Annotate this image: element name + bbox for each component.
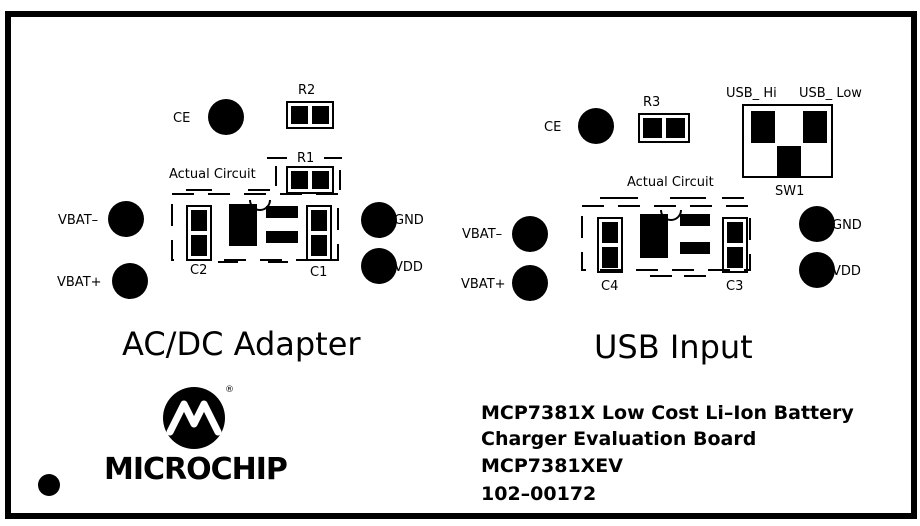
right-vdd-pad <box>799 252 835 288</box>
info-line-2: Charger Evaluation Board <box>481 428 756 450</box>
right-gnd-label: GND <box>832 218 862 233</box>
c3-outline <box>722 217 748 273</box>
board-info-block: MCP7381X Low Cost Li–Ion Battery Charger… <box>481 402 854 505</box>
microchip-wordmark: MICROCHIP <box>104 452 287 487</box>
r2-pad-left <box>291 106 308 124</box>
left-vdd-pad <box>361 248 397 284</box>
r3-label: R3 <box>643 95 660 110</box>
c1-label: C1 <box>310 265 327 280</box>
c1-outline <box>306 205 332 261</box>
c4-outline <box>597 217 623 273</box>
left-section-ac-dc: CE R2 R1 Actual Circuit C2 <box>57 83 424 363</box>
right-circuit-dashed-box <box>581 205 751 271</box>
microchip-logo: ® MICROCHIP <box>104 385 288 487</box>
r2-outline <box>286 101 334 129</box>
r3-outline <box>638 113 690 143</box>
microchip-logo-icon <box>163 387 225 449</box>
info-line-1: MCP7381X Low Cost Li–Ion Battery <box>481 402 854 424</box>
c4-label: C4 <box>601 279 618 294</box>
sw1-pad-hi <box>751 111 775 143</box>
r2-pad-right <box>312 106 329 124</box>
sw1-pad-low <box>803 111 827 143</box>
right-vdd-label: VDD <box>832 264 861 279</box>
right-vbat-minus-label: VBAT– <box>462 227 502 242</box>
left-vdd-label: VDD <box>394 260 423 275</box>
left-ce-pad <box>208 99 244 135</box>
registered-mark: ® <box>225 385 234 395</box>
right-ce-pad <box>578 108 614 144</box>
c2-label: C2 <box>190 263 207 278</box>
r1-label: R1 <box>297 151 314 166</box>
sw1-outline <box>742 104 833 178</box>
sw1-label: SW1 <box>775 184 804 199</box>
r1-pad-left <box>291 171 308 189</box>
right-vbat-plus-pad <box>512 265 548 301</box>
left-vbat-minus-label: VBAT– <box>58 213 98 228</box>
right-section-usb: CE R3 USB_ Hi USB_ Low SW1 Actual Circui… <box>461 86 862 366</box>
right-vbat-plus-label: VBAT+ <box>461 277 506 292</box>
left-actual-circuit-label: Actual Circuit <box>169 167 256 182</box>
usb-hi-label: USB_ Hi <box>726 86 777 101</box>
r1-outline <box>286 166 334 194</box>
sw1-pad-common <box>777 146 801 176</box>
info-line-3: MCP7381XEV <box>481 455 623 477</box>
c2-outline <box>186 205 212 261</box>
r1-pad-right <box>312 171 329 189</box>
left-section-title: AC/DC Adapter <box>122 325 361 363</box>
left-vbat-minus-pad <box>108 201 144 237</box>
left-vbat-plus-pad <box>112 263 148 299</box>
r3-pad-right <box>666 118 685 138</box>
usb-low-label: USB_ Low <box>799 86 862 101</box>
right-ic-body <box>640 214 668 258</box>
left-ic-body <box>229 204 257 246</box>
right-vbat-minus-pad <box>512 216 548 252</box>
c3-label: C3 <box>726 279 743 294</box>
info-line-4: 102–00172 <box>481 483 596 505</box>
left-circuit-dashed-box <box>171 193 339 261</box>
left-ce-label: CE <box>173 111 190 126</box>
left-gnd-pad <box>361 202 397 238</box>
r3-pad-left <box>643 118 662 138</box>
board-outline <box>5 11 917 519</box>
r2-label: R2 <box>298 83 315 98</box>
right-ce-label: CE <box>544 120 561 135</box>
left-vbat-plus-label: VBAT+ <box>57 275 102 290</box>
right-section-title: USB Input <box>594 328 753 366</box>
right-gnd-pad <box>799 206 835 242</box>
left-gnd-label: GND <box>394 213 424 228</box>
right-actual-circuit-label: Actual Circuit <box>627 175 714 190</box>
mounting-hole <box>38 474 60 496</box>
